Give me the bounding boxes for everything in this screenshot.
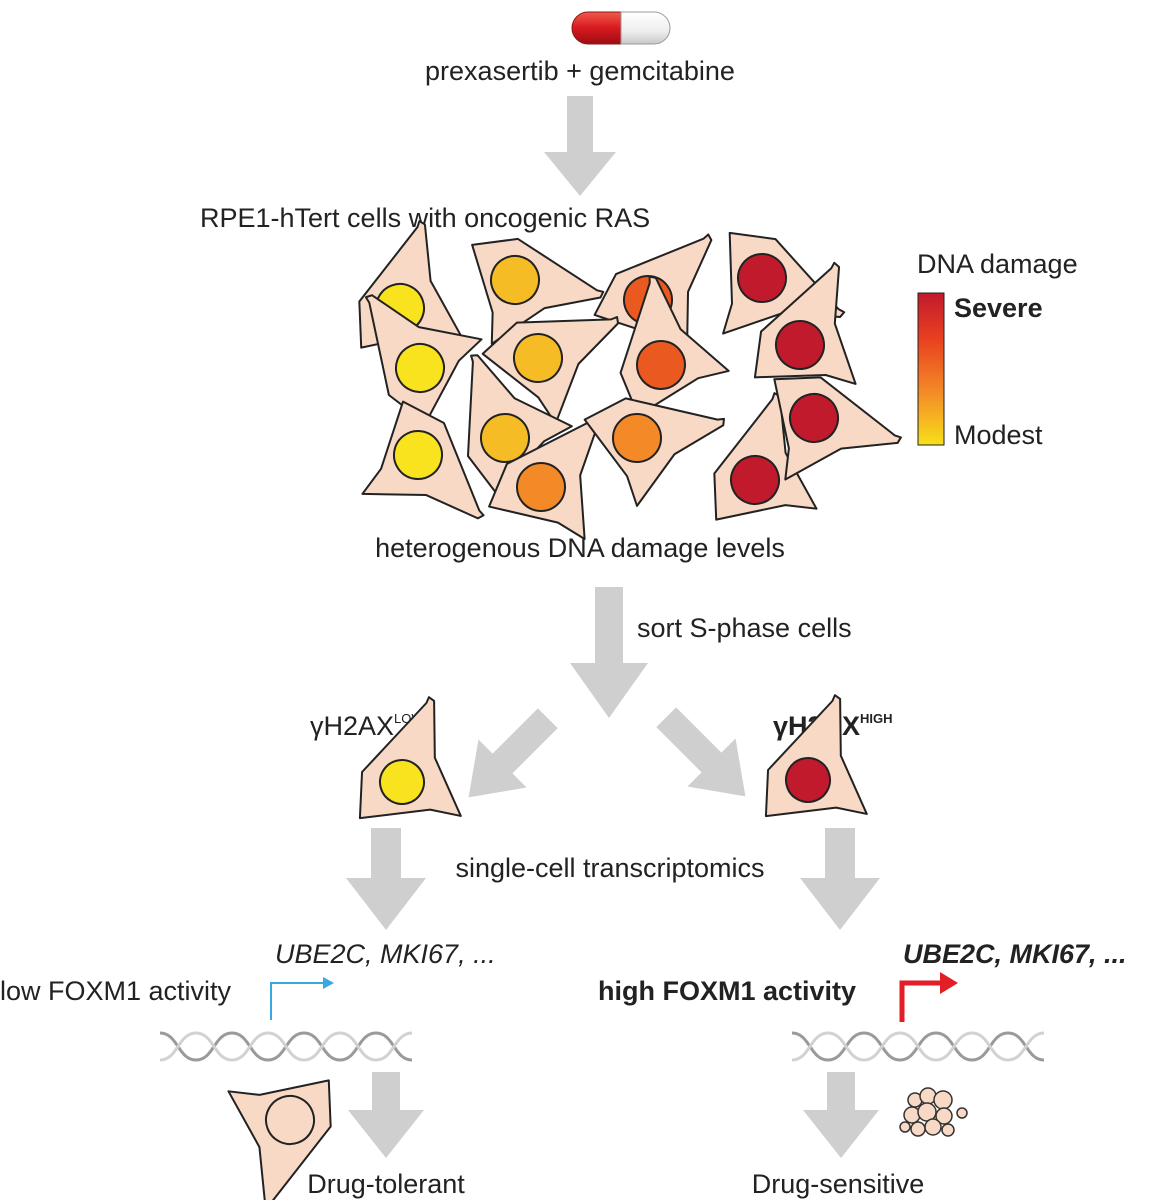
cell-icon: [488, 415, 600, 541]
method-label: single-cell transcriptomics: [455, 853, 764, 883]
cell-icon-high: [764, 694, 868, 818]
cell-icon: [619, 275, 730, 417]
flow-arrow: [544, 96, 616, 196]
capsule-icon: [571, 11, 671, 45]
legend-gradient-bar: [917, 292, 945, 446]
flow-arrow: [800, 828, 880, 930]
low-genes-label: UBE2C, MKI67, ...: [275, 939, 496, 969]
dna-helix-icon: [791, 1031, 1045, 1062]
split-arrow-right: [656, 707, 746, 797]
legend-title: DNA damage: [917, 249, 1078, 279]
heterogeneity-label: heterogenous DNA damage levels: [375, 533, 785, 563]
cell-icon: [753, 261, 857, 385]
cell-icon: [481, 316, 620, 425]
dna-helix-icon: [159, 1031, 413, 1062]
drug-label: prexasertib + gemcitabine: [425, 56, 735, 86]
flow-arrow: [346, 828, 426, 930]
tolerant-outcome-label: Drug-tolerant: [307, 1169, 465, 1199]
flow-arrow: [348, 1072, 424, 1158]
transcription-arrow-icon: [899, 972, 958, 1022]
high-activity-label: high FOXM1 activity: [598, 976, 856, 1006]
flow-arrow: [803, 1072, 879, 1158]
high-genes-label: UBE2C, MKI67, ...: [903, 939, 1127, 969]
cell-icon: [713, 392, 818, 521]
cell-icon: [471, 237, 605, 345]
transcription-arrow-icon: [270, 977, 334, 1020]
split-arrow-left: [468, 708, 558, 798]
sort-label: sort S-phase cells: [637, 613, 852, 643]
damage-legend: DNA damage Severe Modest: [917, 249, 1078, 450]
cell-icon: [364, 294, 483, 425]
cell-icon-tolerant: [227, 1079, 332, 1200]
legend-severe-label: Severe: [954, 293, 1043, 323]
cell-icon-low: [358, 696, 462, 820]
cell-icon: [773, 376, 902, 481]
low-activity-label: low FOXM1 activity: [0, 976, 232, 1006]
legend-modest-label: Modest: [954, 420, 1043, 450]
apoptotic-body-icon: [899, 1087, 968, 1137]
flow-arrow: [570, 587, 648, 718]
cell-icon: [583, 397, 725, 507]
cell-icon: [361, 400, 485, 520]
cell-population: [358, 220, 902, 541]
sensitive-outcome-label: Drug-sensitive: [752, 1169, 925, 1199]
